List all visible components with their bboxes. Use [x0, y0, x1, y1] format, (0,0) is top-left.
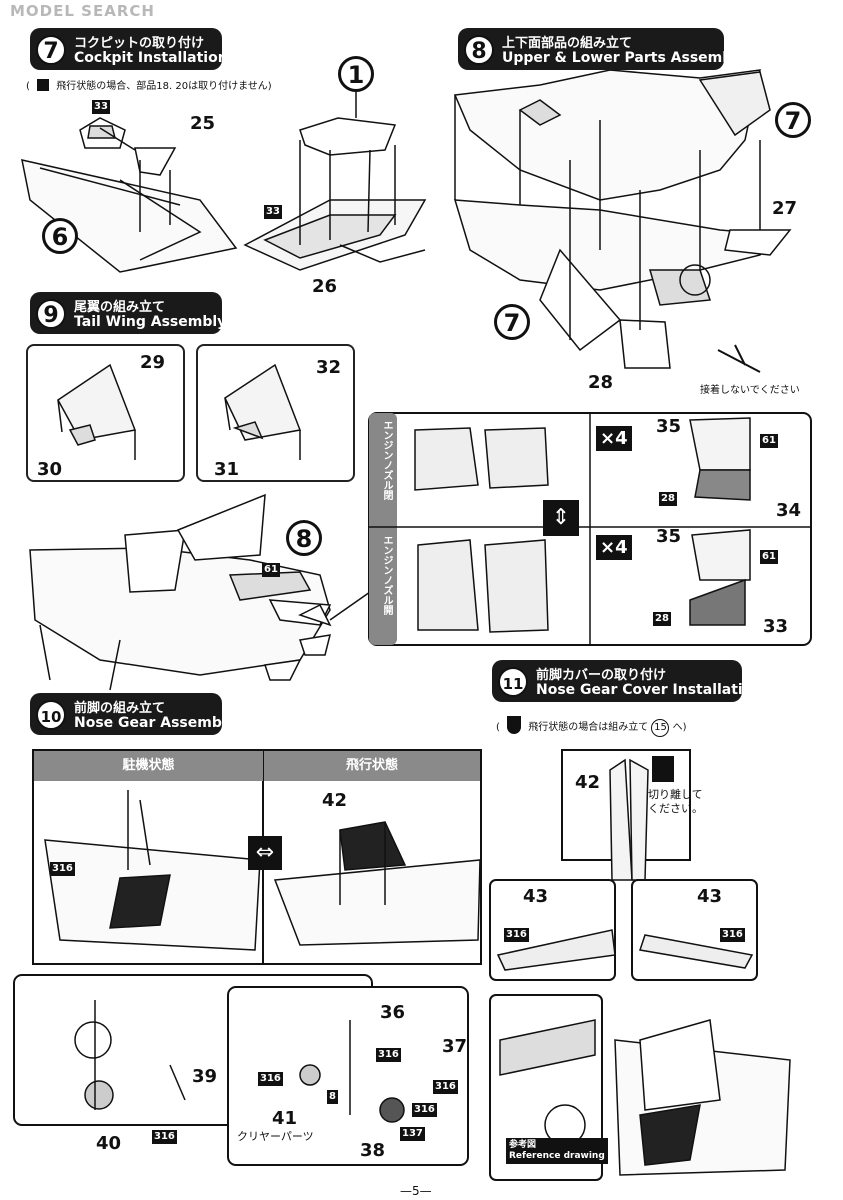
part-35: 35: [656, 526, 682, 547]
flight-state-header: 飛行状態: [264, 751, 480, 781]
paint-code-61: 61: [262, 563, 280, 577]
swap-arrows-icon: ⇕: [543, 500, 579, 536]
part-34: 34: [776, 500, 802, 521]
step7-title-en: Cockpit Installation: [74, 50, 228, 66]
part-39: 39: [192, 1066, 218, 1087]
paint-code-316: 316: [720, 928, 745, 942]
step7-header: 7 コクピットの取り付け Cockpit Installation: [30, 28, 228, 70]
paint-code-28: 28: [659, 492, 677, 506]
paint-code-316: 316: [258, 1072, 283, 1086]
cut-note: 切り離して ください。: [648, 788, 703, 815]
step7-circle-1: 1: [338, 56, 374, 92]
part-42: 42: [322, 790, 348, 811]
step11-number: 11: [498, 667, 528, 697]
cut-icon: [652, 756, 674, 782]
step10-header: 10 前脚の組み立て Nose Gear Assembly: [30, 693, 236, 735]
parked-state-header: 駐機状態: [34, 751, 263, 781]
tail-detail-left: [26, 344, 185, 482]
part-27: 27: [772, 198, 798, 219]
page-number: —5—: [400, 1184, 432, 1198]
part-41: 41: [272, 1108, 298, 1129]
step-ref-circle: 15: [651, 719, 670, 737]
swap-arrows-icon: ⇔: [248, 836, 282, 870]
tail-detail-right: [196, 344, 355, 482]
step11-note: ( 飛行状態の場合は組み立て 15 へ): [496, 716, 687, 737]
part-32: 32: [316, 357, 342, 378]
paint-code-33: 33: [264, 205, 282, 219]
paint-code-316: 316: [50, 862, 75, 876]
part-40: 40: [96, 1133, 122, 1154]
step7-title-jp: コクピットの取り付け: [74, 36, 205, 51]
part-26: 26: [312, 276, 338, 297]
clear-parts-label: クリヤーパーツ: [237, 1130, 314, 1143]
step11-header: 11 前脚カバーの取り付け Nose Gear Cover Installati…: [492, 660, 762, 702]
step9-number: 9: [36, 299, 66, 329]
times-4-badge: ×4: [596, 426, 632, 451]
step8-title-jp: 上下面部品の組み立て: [502, 36, 633, 51]
reference-drawing-label: 参考図 Reference drawing: [506, 1138, 608, 1164]
paint-code-33: 33: [92, 100, 110, 114]
nozzle-closed-label: エンジンノズル閉: [381, 420, 392, 500]
watermark: MODEL SEARCH: [10, 2, 155, 20]
step8-ref-circle-7: 7: [775, 102, 811, 138]
step9-ref-circle-8: 8: [286, 520, 322, 556]
step9-title-jp: 尾翼の組み立て: [74, 300, 166, 315]
flight-icon: [507, 716, 522, 734]
paint-code-316: 316: [376, 1048, 401, 1062]
part-43: 43: [523, 886, 549, 907]
part-36: 36: [380, 1002, 406, 1023]
part-38: 38: [360, 1140, 386, 1161]
step7-number: 7: [36, 35, 66, 65]
times-4-badge: ×4: [596, 535, 632, 560]
part-29: 29: [140, 352, 166, 373]
paint-code-28: 28: [653, 612, 671, 626]
part-25: 25: [190, 113, 216, 134]
step10-number: 10: [36, 700, 66, 730]
step8-title-en: Upper & Lower Parts Assembly: [502, 50, 747, 66]
part-28: 28: [588, 372, 614, 393]
step9-header: 9 尾翼の組み立て Tail Wing Assembly: [30, 292, 226, 334]
no-glue-note: 接着しないでください: [700, 385, 800, 396]
part-30: 30: [37, 459, 63, 480]
paint-code-316: 316: [152, 1130, 177, 1144]
step8-header: 8 上下面部品の組み立て Upper & Lower Parts Assembl…: [458, 28, 746, 70]
part-42: 42: [575, 772, 601, 793]
step10-title-jp: 前脚の組み立て: [74, 701, 166, 716]
paint-code-8: 8: [327, 1090, 338, 1104]
step7-ref-circle: 6: [42, 218, 78, 254]
step10-title-en: Nose Gear Assembly: [74, 715, 236, 731]
part-31: 31: [214, 459, 240, 480]
step9-title-en: Tail Wing Assembly: [74, 314, 227, 330]
paint-code-137: 137: [400, 1127, 425, 1141]
paint-code-61: 61: [760, 550, 778, 564]
step7-note: ( 飛行状態の場合、部品18. 20は取り付けません): [26, 79, 272, 92]
part-43: 43: [697, 886, 723, 907]
step8-number: 8: [464, 35, 494, 65]
part-37: 37: [442, 1036, 468, 1057]
step11-title-jp: 前脚カバーの取り付け: [536, 668, 667, 683]
step8-ref-circle-7b: 7: [494, 304, 530, 340]
paint-code-61: 61: [760, 434, 778, 448]
paint-code-316: 316: [412, 1103, 437, 1117]
step11-title-en: Nose Gear Cover Installation: [536, 682, 763, 698]
paint-code-316: 316: [433, 1080, 458, 1094]
part-33: 33: [763, 616, 789, 637]
part-35: 35: [656, 416, 682, 437]
paint-code-316: 316: [504, 928, 529, 942]
flight-icon: [37, 79, 50, 91]
nozzle-open-label: エンジンノズル開: [381, 535, 392, 615]
